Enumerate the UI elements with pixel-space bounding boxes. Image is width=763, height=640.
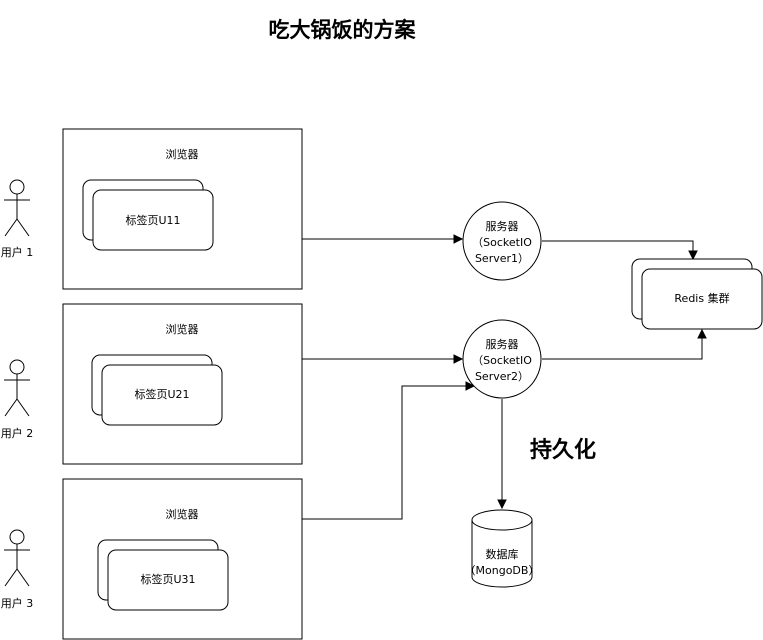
server-node-2 xyxy=(462,319,542,399)
connector-server2-redis xyxy=(542,328,707,360)
tab-label-2: 标签页U21 xyxy=(134,387,189,401)
server-2-line-2: （SocketIO xyxy=(472,354,532,367)
database-line-1: 数据库 xyxy=(486,547,519,561)
redis-cluster-stack xyxy=(631,258,763,330)
connector-browser3-server2 xyxy=(302,381,476,520)
browser-label-1: 浏览器 xyxy=(166,147,199,161)
diagram-title: 吃大锅饭的方案 xyxy=(269,18,417,42)
tab-label-1: 标签页U11 xyxy=(125,213,180,227)
tab-label-3: 标签页U31 xyxy=(140,572,195,586)
connector-server2-database xyxy=(497,399,507,510)
server-node-1 xyxy=(462,201,542,281)
database-cylinder xyxy=(471,509,533,588)
actor-label-user-1: 用户 1 xyxy=(1,245,34,259)
actor-user-1 xyxy=(4,179,30,237)
server-2-line-1: 服务器 xyxy=(486,338,519,351)
persistence-label: 持久化 xyxy=(530,437,596,463)
database-line-2: （MongoDB） xyxy=(465,564,540,577)
browser-label-3: 浏览器 xyxy=(166,507,199,521)
actor-user-2 xyxy=(4,359,30,417)
actor-user-3 xyxy=(4,529,30,587)
server-1-line-1: 服务器 xyxy=(486,220,519,233)
server-1-line-2: （SocketIO xyxy=(472,236,532,249)
connector-browser1-server1 xyxy=(302,234,464,244)
server-2-line-3: Server2） xyxy=(475,370,529,383)
connector-browser2-server2 xyxy=(302,354,464,364)
tab-stack-2 xyxy=(91,354,223,426)
server-1-line-3: Server1） xyxy=(475,252,529,265)
actor-label-user-3: 用户 3 xyxy=(1,596,34,610)
actor-label-user-2: 用户 2 xyxy=(1,426,34,440)
tab-stack-1 xyxy=(82,179,214,251)
tab-stack-3 xyxy=(97,539,229,611)
browser-label-2: 浏览器 xyxy=(166,322,199,336)
redis-cluster-label: Redis 集群 xyxy=(674,291,729,305)
connector-server1-redis xyxy=(542,240,698,261)
